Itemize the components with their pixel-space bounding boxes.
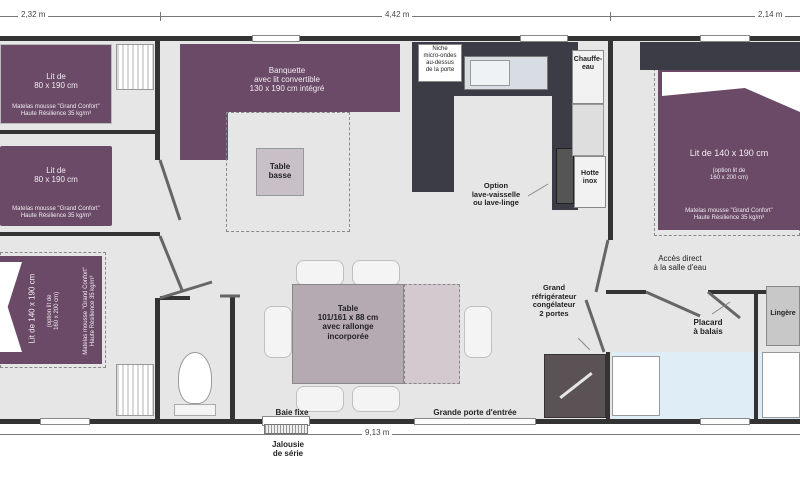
wall-right-bedroom [608,40,613,240]
shower [612,356,660,416]
bed-top-left-mattress: Matelas mousse "Grand Confort" Haute Rés… [12,104,100,117]
sink-basin [470,60,510,86]
entrance-door [414,418,536,425]
dining-table-label: Table 101/161 x 88 cm avec rallonge inco… [317,304,379,341]
chair-right [464,306,492,358]
broom-cupboard-label: Placard à balais [693,318,723,337]
door-leaf [584,299,606,353]
bed-mid-left [0,146,112,226]
chair-top-2 [352,260,400,286]
pointer-line [577,337,591,351]
dimension-top-left: 2,32 m [18,10,49,19]
dimension-top-center: 4,42 m [382,10,413,19]
table-basse-label: Table basse [268,162,292,181]
bed-right-mattress: Matelas mousse "Grand Confort" Haute Rés… [685,208,773,221]
dining-table [292,284,404,384]
toilet-bowl [178,352,212,404]
window-top [252,35,300,42]
bed-top-left-title: Lit de 80 x 190 cm [34,72,78,91]
door-leaf [645,290,701,318]
hood-label: Hotte inox [581,170,599,186]
access-label: Accès direct à la salle d'eau [653,254,707,273]
wall-left-bedrooms [155,40,160,160]
wall-wc-top [160,296,190,300]
door-leaf [594,239,610,293]
wardrobe-bottom-left [116,364,154,416]
wall-bathroom-top-right [708,290,770,294]
microwave-niche [418,44,462,82]
fridge-label: Grand réfrigérateur congélateur 2 portes [531,283,577,318]
wall-bathroom-mid [754,292,758,420]
chair-bottom-2 [352,386,400,412]
bed-right-option: (option lit de 160 x 200 cm) [709,168,749,181]
dimension-bottom-total: 9,13 m [362,428,393,437]
chair-left [264,306,292,358]
window-top [700,35,750,42]
bed-mid-left-mattress: Matelas mousse "Grand Confort" Haute Rés… [12,206,100,219]
window-bottom [700,418,750,425]
window-top [520,35,568,42]
dimension-tick [610,12,611,21]
door-leaf [158,159,182,221]
pointer-line [527,183,549,197]
dimension-top-right: 2,14 m [755,10,786,19]
water-heater [572,50,604,104]
jalousie [264,424,308,434]
wardrobe-top-left [116,44,154,90]
microwave-niche-label: Niche micro-ondes au-dessus de la porte [423,46,457,73]
wall-wc-right [230,296,235,420]
wall-bedroom-divider-1 [0,130,160,134]
banquette-side [180,44,228,160]
bottom-dimension-line [0,434,800,435]
wall-bedroom-divider-2 [0,232,160,236]
bed-bottom-left-option: (option lit de 160 x 200 cm) [47,291,60,330]
door-leaf [707,290,741,320]
bed-bottom-left-title: Lit de 140 x 190 cm [27,273,37,344]
headboard-right [640,42,800,70]
bed-mid-left-title: Lit de 80 x 190 cm [34,166,78,185]
cooktop [556,148,574,204]
toilet-tank [174,404,216,416]
bathtub [762,352,800,418]
chair-bottom-1 [296,386,344,412]
chair-top-1 [296,260,344,286]
jalousie-label: Jalousie de série [271,440,304,459]
banquette-label: Banquette avec lit convertible 130 x 190… [249,66,325,94]
entrance-door-label: Grande porte d'entrée [433,408,517,417]
linen-cupboard [766,286,800,346]
door-leaf [158,235,184,291]
water-heater-label: Chauffe- eau [573,56,603,72]
fixed-window-label: Baie fixe [275,408,309,417]
linen-cupboard-label: Lingère [770,310,796,317]
wall-left-lower [155,298,160,420]
pointer-line [711,301,731,315]
window-bottom [40,418,90,425]
door-leaf [159,280,213,300]
table-extension [404,284,460,384]
convertible-bed-outline [226,112,350,232]
bed-bottom-left-mattress: Matelas mousse "Grand Confort" Haute Rés… [83,267,96,355]
outer-wall-top [0,36,800,41]
bed-top-left [0,44,112,124]
wall-bathroom-vertical [606,352,610,420]
outer-wall-bottom [0,419,800,424]
fridge-side [572,104,604,156]
hood [574,156,606,208]
dishwasher-option-label: Option lave-vaisselle ou lave-linge [471,181,521,208]
table-basse [256,148,304,196]
wall-bathroom-top [606,290,646,294]
bed-right-title: Lit de 140 x 190 cm [689,148,769,158]
bed-top-left-outline [0,44,112,124]
dimension-tick [160,12,161,21]
